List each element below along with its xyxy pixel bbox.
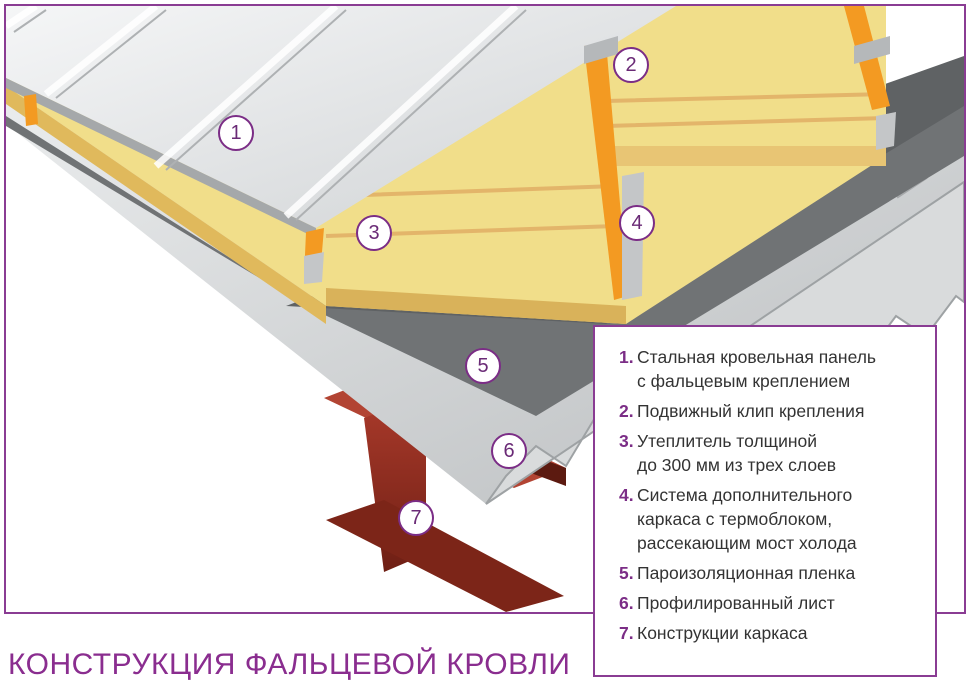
legend-item: 6. Профилированный лист	[619, 591, 925, 615]
marker-5: 5	[465, 348, 501, 384]
legend-number: 3.	[619, 431, 634, 451]
legend-number: 5.	[619, 563, 634, 583]
marker-2: 2	[613, 47, 649, 83]
legend-number: 1.	[619, 347, 634, 367]
legend-item: 3. Утеплитель толщиной до 300 мм из трех…	[619, 429, 925, 477]
legend-number: 6.	[619, 593, 634, 613]
legend-number: 7.	[619, 623, 634, 643]
legend-item: 5. Пароизоляционная пленка	[619, 561, 925, 585]
legend-text: Утеплитель толщиной до 300 мм из трех сл…	[637, 431, 837, 475]
legend-number: 2.	[619, 401, 634, 421]
page-title: КОНСТРУКЦИЯ ФАЛЬЦЕВОЙ КРОВЛИ	[8, 648, 571, 681]
marker-6: 6	[491, 433, 527, 469]
legend-text: Стальная кровельная панель с фальцевым к…	[637, 347, 877, 391]
legend-item: 7. Конструкции каркаса	[619, 621, 925, 645]
marker-3: 3	[356, 215, 392, 251]
marker-1: 1	[218, 115, 254, 151]
marker-4: 4	[619, 205, 655, 241]
legend-text: Профилированный лист	[637, 593, 835, 613]
legend: 1. Стальная кровельная панель с фальцевы…	[593, 325, 937, 677]
marker-7: 7	[398, 500, 434, 536]
legend-item: 2. Подвижный клип крепления	[619, 399, 925, 423]
legend-text: Подвижный клип крепления	[637, 401, 865, 421]
legend-item: 4. Система дополнительного каркаса с тер…	[619, 483, 925, 555]
illustration-frame	[4, 4, 966, 614]
legend-number: 4.	[619, 485, 634, 505]
steel-roof-panel	[6, 6, 676, 238]
legend-item: 1. Стальная кровельная панель с фальцевы…	[619, 345, 925, 393]
legend-text: Система дополнительного каркаса с термоб…	[637, 485, 857, 553]
legend-text: Пароизоляционная пленка	[637, 563, 856, 583]
clips-and-subframe	[24, 6, 896, 300]
roof-illustration	[6, 6, 964, 612]
legend-text: Конструкции каркаса	[637, 623, 808, 643]
